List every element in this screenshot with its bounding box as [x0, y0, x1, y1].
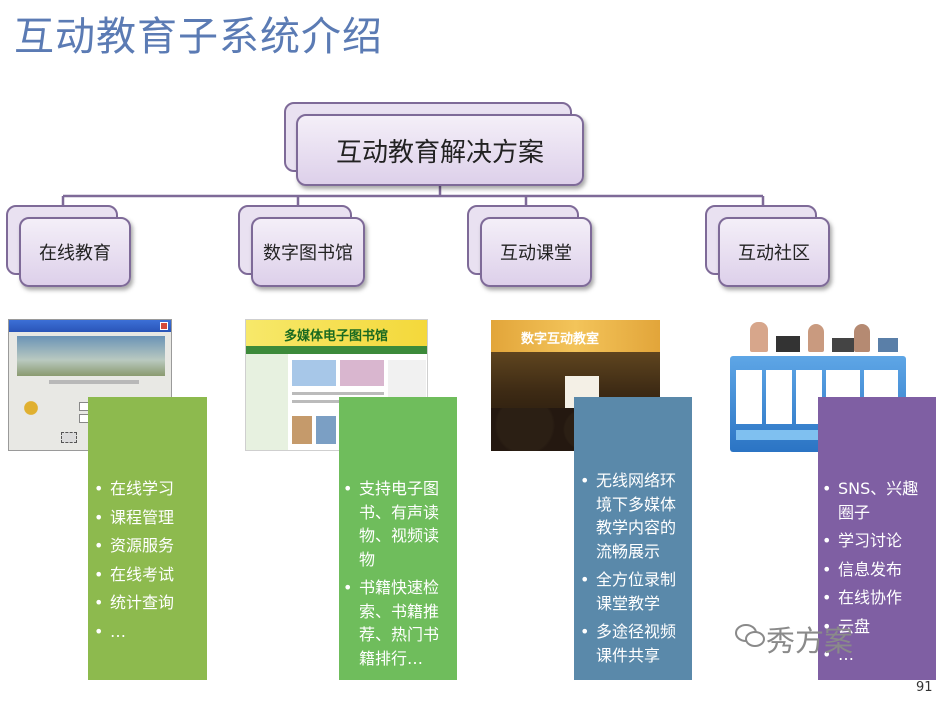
branch-label-interactive-community: 互动社区 — [718, 217, 830, 287]
classroom-banner-text: 数字互动教室 — [521, 332, 600, 347]
branch-node-online-education: 在线教育 — [6, 205, 132, 289]
interactive-classroom-feature-list: 无线网络环境下多媒体教学内容的流畅展示 全方位录制课堂教学 多途径视频课件共享 … — [576, 469, 684, 701]
digital-library-screenshot: 多媒体电子图书馆 — [245, 319, 428, 451]
digital-library-bar: 支持电子图书、有声读物、视频读物 书籍快速检索、书籍推荐、热门书籍排行… — [339, 397, 457, 680]
feature-item: … — [576, 672, 684, 696]
root-node-label: 互动教育解决方案 — [296, 114, 584, 186]
page-title: 互动教育子系统介绍 — [14, 14, 383, 60]
feature-item: 支持电子图书、有声读物、视频读物 — [339, 477, 443, 571]
branch-node-interactive-community: 互动社区 — [705, 205, 831, 289]
interactive-classroom-bar: 无线网络环境下多媒体教学内容的流畅展示 全方位录制课堂教学 多途径视频课件共享 … — [574, 397, 692, 695]
feature-item: 云盘 — [818, 615, 930, 639]
feature-item: … — [90, 620, 206, 644]
feature-item: 无线网络环境下多媒体教学内容的流畅展示 — [576, 469, 684, 563]
feature-item: 在线协作 — [818, 586, 930, 610]
feature-item: 统计查询 — [90, 591, 206, 615]
feature-item: 书籍快速检索、书籍推荐、热门书籍排行… — [339, 576, 443, 670]
feature-item: 多途径视频课件共享 — [576, 620, 684, 667]
branch-label-online-education: 在线教育 — [19, 217, 131, 287]
interactive-community-bar: SNS、兴趣圈子 学习讨论 信息发布 在线协作 云盘 … — [818, 397, 936, 680]
branch-node-digital-library: 数字图书馆 — [238, 205, 366, 289]
branch-node-interactive-classroom: 互动课堂 — [467, 205, 593, 289]
feature-item: 在线学习 — [90, 477, 206, 501]
feature-item: 学习讨论 — [818, 529, 930, 553]
feature-item: … — [818, 643, 930, 667]
library-banner-text: 多媒体电子图书馆 — [284, 329, 389, 344]
interactive-community-feature-list: SNS、兴趣圈子 学习讨论 信息发布 在线协作 云盘 … — [818, 477, 930, 672]
chat-bubble-icon — [735, 624, 765, 647]
feature-item: 在线考试 — [90, 563, 206, 587]
branch-label-digital-library: 数字图书馆 — [251, 217, 365, 287]
feature-item: 资源服务 — [90, 534, 206, 558]
watermark-text: 秀方案 — [766, 624, 854, 658]
feature-item: 信息发布 — [818, 558, 930, 582]
branch-label-interactive-classroom: 互动课堂 — [480, 217, 592, 287]
root-node: 互动教育解决方案 — [284, 102, 586, 188]
feature-item: 课程管理 — [90, 506, 206, 530]
online-education-feature-list: 在线学习 课程管理 资源服务 在线考试 统计查询 … — [90, 477, 206, 648]
feature-item: 全方位录制课堂教学 — [576, 568, 684, 615]
digital-library-feature-list: 支持电子图书、有声读物、视频读物 书籍快速检索、书籍推荐、热门书籍排行… — [339, 477, 443, 675]
feature-item: SNS、兴趣圈子 — [818, 477, 930, 524]
page-number: 91 — [916, 680, 933, 695]
online-education-bar: 在线学习 课程管理 资源服务 在线考试 统计查询 … — [88, 397, 207, 680]
